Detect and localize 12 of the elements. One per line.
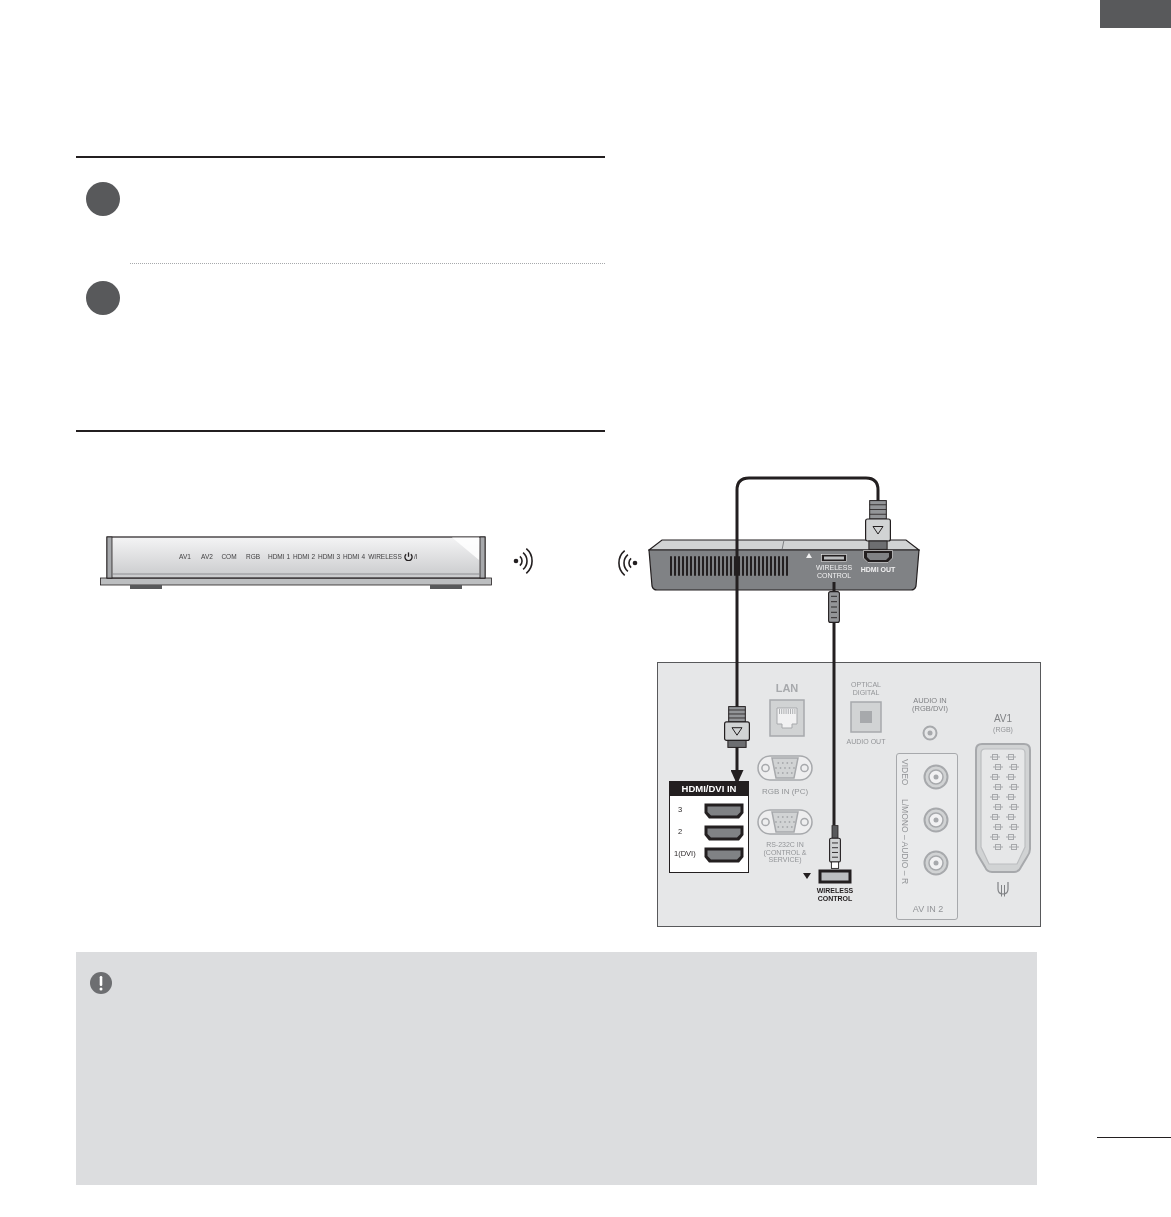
group-label: AV IN 2 (912, 905, 944, 915)
vertical-label: L/MONO – AUDIO – R (900, 799, 910, 885)
vertical-label: VIDEO (900, 759, 910, 786)
connector-panel (657, 662, 1041, 927)
port-label: RGB IN (PC) (761, 788, 809, 797)
port-label: LAN (775, 682, 799, 695)
input-panel (669, 781, 749, 873)
input-group-panel (896, 753, 958, 920)
panel-heading: HDMI/DVI IN (670, 782, 748, 797)
port-label: AV1 (993, 713, 1013, 724)
cable (832, 582, 836, 825)
cable (730, 476, 880, 781)
